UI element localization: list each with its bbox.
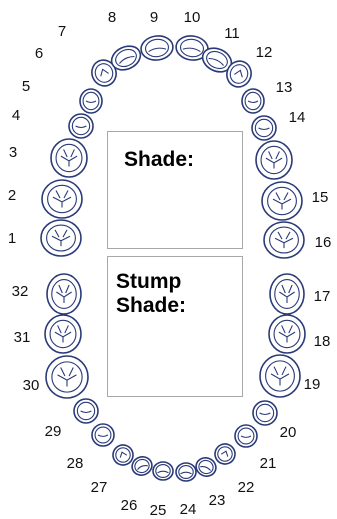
tooth-number-18: 18 <box>314 333 331 350</box>
tooth-number-24: 24 <box>180 501 197 518</box>
tooth-number-23: 23 <box>209 492 226 509</box>
tooth-29[interactable] <box>74 399 98 423</box>
tooth-13[interactable] <box>252 116 276 140</box>
tooth-number-19: 19 <box>304 376 321 393</box>
tooth-number-31: 31 <box>14 329 31 346</box>
tooth-number-30: 30 <box>23 377 40 394</box>
tooth-number-13: 13 <box>276 79 293 96</box>
tooth-number-28: 28 <box>67 455 84 472</box>
tooth-number-25: 25 <box>150 502 167 519</box>
tooth-number-29: 29 <box>45 423 62 440</box>
tooth-2[interactable] <box>42 180 82 218</box>
tooth-23[interactable] <box>194 455 219 479</box>
tooth-3[interactable] <box>51 139 87 177</box>
tooth-number-20: 20 <box>280 424 297 441</box>
tooth-17[interactable] <box>270 274 304 314</box>
tooth-number-17: 17 <box>314 288 331 305</box>
tooth-number-21: 21 <box>260 455 277 472</box>
tooth-5[interactable] <box>80 89 102 113</box>
tooth-number-14: 14 <box>289 109 306 126</box>
tooth-number-1: 1 <box>8 230 16 247</box>
tooth-number-8: 8 <box>108 9 116 26</box>
tooth-number-6: 6 <box>35 45 43 62</box>
tooth-number-7: 7 <box>58 23 66 40</box>
tooth-number-3: 3 <box>9 144 17 161</box>
tooth-number-32: 32 <box>12 283 29 300</box>
tooth-24[interactable] <box>176 463 196 481</box>
tooth-8[interactable] <box>139 34 174 62</box>
tooth-20[interactable] <box>253 401 277 425</box>
tooth-31[interactable] <box>45 315 81 353</box>
tooth-4[interactable] <box>69 114 93 138</box>
tooth-18[interactable] <box>269 315 305 353</box>
tooth-number-26: 26 <box>121 497 138 514</box>
tooth-21[interactable] <box>235 425 257 447</box>
shade-label: Shade: <box>124 148 194 172</box>
tooth-22[interactable] <box>212 441 238 467</box>
tooth-number-5: 5 <box>22 78 30 95</box>
tooth-number-15: 15 <box>312 189 329 206</box>
tooth-number-16: 16 <box>315 234 332 251</box>
tooth-number-10: 10 <box>184 9 201 26</box>
tooth-12[interactable] <box>242 89 264 113</box>
tooth-number-2: 2 <box>8 187 16 204</box>
tooth-32[interactable] <box>47 274 81 314</box>
tooth-25[interactable] <box>153 462 173 480</box>
tooth-14[interactable] <box>256 141 292 179</box>
tooth-number-9: 9 <box>150 9 158 26</box>
tooth-30[interactable] <box>46 356 88 398</box>
tooth-number-12: 12 <box>256 44 273 61</box>
tooth-19[interactable] <box>260 355 300 397</box>
tooth-number-11: 11 <box>224 25 240 42</box>
tooth-1[interactable] <box>41 220 81 256</box>
tooth-number-22: 22 <box>238 479 255 496</box>
stump-shade-label: Stump Shade: <box>116 270 186 318</box>
tooth-28[interactable] <box>92 424 114 446</box>
tooth-number-27: 27 <box>91 479 108 496</box>
tooth-15[interactable] <box>262 182 302 220</box>
tooth-16[interactable] <box>264 222 304 258</box>
tooth-number-4: 4 <box>12 107 20 124</box>
